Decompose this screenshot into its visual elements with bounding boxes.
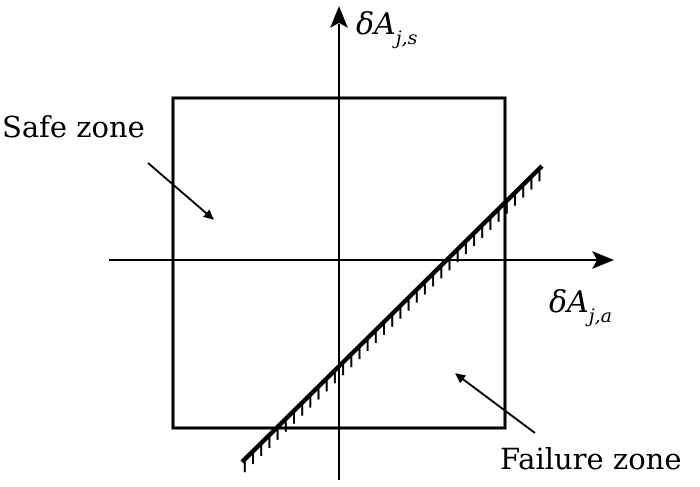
- horizontal-axis-symbol: δA: [549, 285, 589, 320]
- failure-zone-label: Failure zone: [500, 442, 682, 476]
- vertical-axis-subscript: j,s: [392, 27, 418, 49]
- safe-zone-pointer-arrow: [147, 162, 214, 220]
- horizontal-axis-label: δAj,a: [549, 285, 612, 327]
- vertical-axis-symbol: δA: [356, 7, 396, 42]
- safe-zone-label: Safe zone: [2, 110, 145, 144]
- limit-state-hatching: [243, 168, 541, 473]
- failure-zone-pointer-arrow: [455, 373, 536, 434]
- vertical-axis-arrowhead: [330, 6, 348, 28]
- horizontal-axis-subscript: j,a: [585, 305, 612, 327]
- vertical-axis-label: δAj,s: [356, 7, 418, 49]
- horizontal-axis-arrowhead: [592, 251, 614, 269]
